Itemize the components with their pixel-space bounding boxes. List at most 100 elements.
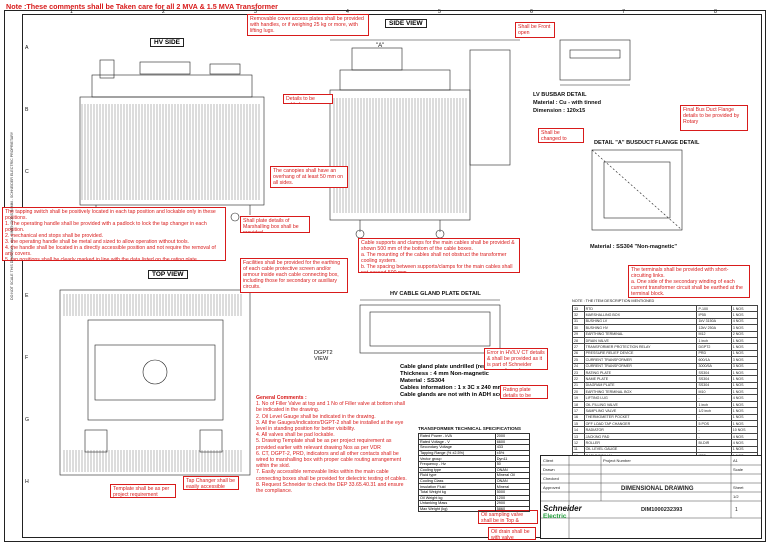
bom-header: NOTE : THE ITEM DESCRIPTION MENTIONED [572, 299, 655, 303]
schneider-logo: Schneider Electric [543, 504, 597, 532]
logo-line1: Schneider [543, 504, 582, 513]
bom-cell: 4 NOS [730, 317, 759, 326]
spec-cell: 1200 [494, 494, 531, 502]
title-block-grid [541, 456, 761, 538]
bom-cell: 10 NOS [730, 426, 759, 434]
row-marker: G [25, 417, 30, 423]
general-comment: 8. Request Schneider to check the DEP 33… [256, 481, 404, 495]
drawing-area-border [22, 14, 762, 538]
bom-cell: 1 NOS [730, 343, 759, 351]
top-view-drawing [59, 289, 251, 476]
spec-cell: 5860 [494, 505, 531, 513]
spec-cell: Mineral Oil [494, 472, 531, 479]
side-strip-text: DO NOT SCALE THIS DRAWING - ALL DIMENSIO… [10, 131, 14, 300]
comment-access-plates: Removable cover access plates shall be p… [247, 14, 369, 36]
bom-cell: 1 NOS [730, 349, 759, 358]
gland-note: Cable gland plate undrilled (removable) [400, 364, 509, 370]
title-block-lines [541, 456, 761, 538]
column-marker: 8 [714, 9, 717, 15]
bom-cell: 1 NOS [730, 304, 759, 313]
bom-cell: 3 NOS [730, 362, 759, 370]
bom-cell: 1 NOS [730, 400, 759, 409]
bom-cell: 4 NOS [730, 432, 759, 441]
row-marker: B [25, 107, 29, 113]
side-view-title: SIDE VIEW [385, 19, 427, 28]
spec-cell: 50 [494, 461, 531, 468]
general-comment: 2. Oil Level Gauge shall be indicated in… [256, 413, 376, 420]
gland-note: Thickness : 4 mm Non-magnetic [400, 371, 489, 377]
gland-title: HV CABLE GLAND PLATE DETAIL [390, 291, 481, 297]
title-block: Client Project Number Drawn Checked Appr… [540, 455, 762, 539]
gland-notes: Cable gland plate undrilled (removable) … [400, 364, 509, 399]
approved-label: Approved [543, 485, 561, 490]
project-label: Project Number [603, 458, 631, 463]
row-marker: A [25, 45, 29, 51]
spec-table-title: TRANSFORMER TECHNICAL SPECIFICATIONS [418, 426, 521, 431]
spec-cell: 5000 [494, 488, 531, 496]
comment-cable-supports: Cable supports and clamps for the main c… [358, 238, 520, 273]
logo-line2: Electric [543, 513, 567, 520]
comment-busduct-flange: Final Bus Duct Flange details to be prov… [680, 105, 748, 131]
bom-cell: 4 NOS [730, 394, 759, 402]
bom-cell: 1 NOS [730, 311, 759, 319]
dgpt2-view-label: DGPT2 VIEW [314, 350, 333, 362]
spec-cell: 2900 [494, 500, 531, 507]
comment-sampling-valve: Oil sampling valve shall be in Top & Bot… [478, 510, 538, 524]
general-comment: 4. All valves shall be pad lockable. [256, 432, 335, 439]
lv-busbar-material: Material : Cu - with tinned [533, 100, 602, 106]
column-marker: 5 [438, 9, 441, 15]
detail-a-label: "A" [376, 43, 385, 49]
comment-canopy: The canopies shall have an overhang of a… [270, 166, 348, 188]
revision: 1 [735, 507, 738, 513]
drawing-title: DIMENSIONAL DRAWING [621, 486, 694, 492]
bom-cell: 3 NOS [730, 356, 759, 364]
comment-drain-valve: Oil drain shall be with valve [488, 527, 536, 540]
side-view-drawing [329, 39, 520, 239]
bom-cell: 1 NOS [730, 336, 759, 345]
scale-label: Scale [733, 467, 744, 472]
format-value: A1 [733, 458, 738, 463]
spec-cell: Max Weight (kg) [418, 505, 496, 513]
general-comment: 6. CT, DGPT-2, PRD, indicators and all o… [256, 450, 402, 470]
column-marker: 7 [622, 9, 625, 15]
gland-note: Cables information : 1 x 3C x 240 mm^2 [400, 385, 510, 391]
bom-cell: 1 NOS [730, 388, 759, 396]
comment-front-open: Shall be Front open [515, 22, 555, 38]
row-marker: E [25, 293, 29, 299]
hv-cable-gland-plate [359, 299, 501, 354]
gland-note: Cable glands are not with in ADH scope [400, 392, 510, 398]
sheet-border [4, 10, 766, 542]
bom-cell: 1 NOS [730, 407, 759, 415]
column-marker: 4 [346, 9, 349, 15]
column-marker: 2 [162, 9, 165, 15]
bom-cell: 1 NOS [730, 445, 759, 454]
spec-cell: ONAN [494, 466, 531, 474]
lv-busbar-title: LV BUSBAR DETAIL [533, 92, 587, 98]
busduct-title: DETAIL "A" BUSDUCT FLANGE DETAIL [594, 140, 700, 146]
comment-bottom-entry: Shall be changed to bottom entry [538, 128, 584, 143]
column-marker: 6 [530, 9, 533, 15]
